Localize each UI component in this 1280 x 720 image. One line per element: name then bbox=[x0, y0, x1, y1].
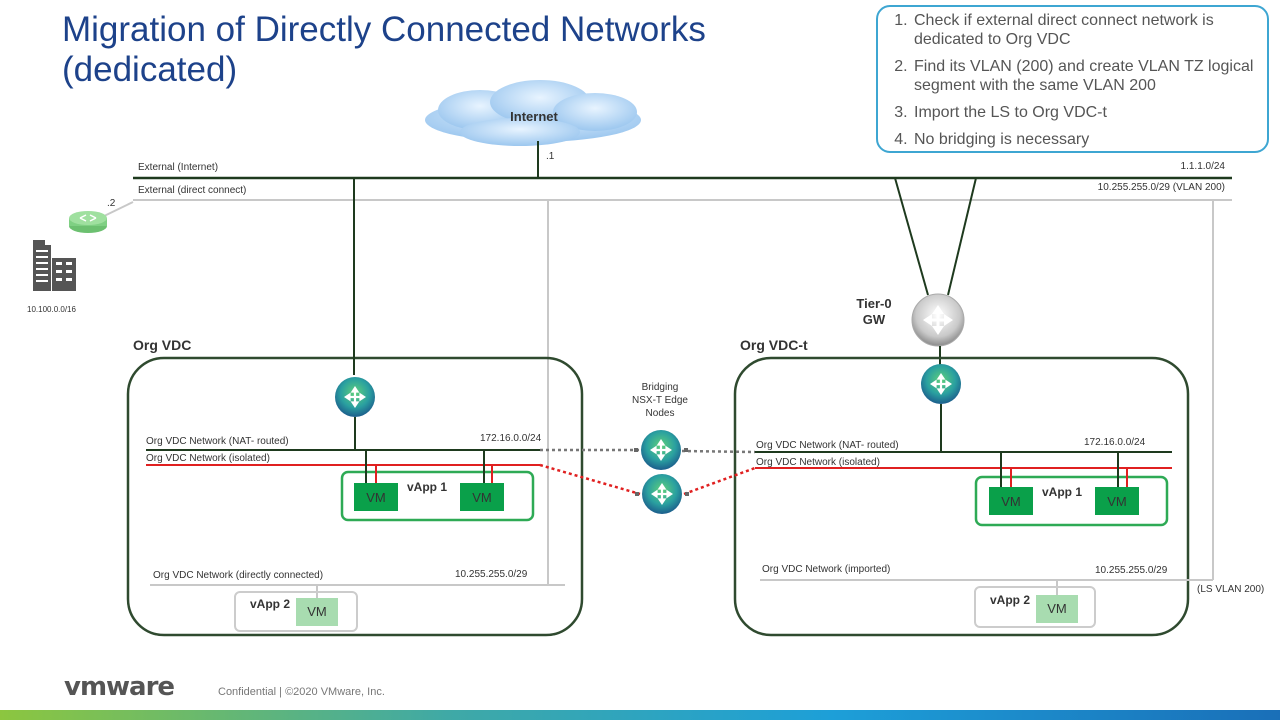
left-vm-2-label: VM bbox=[472, 490, 492, 505]
org-vdc-label: Org VDC bbox=[133, 337, 191, 353]
building-subnet: 10.100.0.0/16 bbox=[27, 305, 76, 314]
left-isolated-label: Org VDC Network (isolated) bbox=[146, 453, 270, 464]
right-vapp2-vm-label: VM bbox=[1047, 601, 1067, 616]
footer-gradient-bar bbox=[0, 710, 1280, 720]
title-line-2: (dedicated) bbox=[62, 50, 238, 89]
page-title: Migration of Directly Connected Networks… bbox=[62, 10, 842, 90]
directly-connected-label: Org VDC Network (directly connected) bbox=[153, 570, 323, 581]
left-nat-subnet: 172.16.0.0/24 bbox=[480, 433, 542, 444]
left-vapp2-vm bbox=[296, 598, 338, 626]
step-2: Find its VLAN (200) and create VLAN TZ l… bbox=[912, 57, 1259, 95]
right-vapp2-container bbox=[974, 586, 1096, 628]
tier0-label-2: GW bbox=[863, 312, 886, 327]
internet-cloud-icon bbox=[425, 80, 641, 146]
internet-subnet: 1.1.1.0/24 bbox=[1181, 161, 1226, 172]
ext-internet-label: External (Internet) bbox=[138, 162, 218, 173]
footer-confidential: Confidential | ©2020 VMware, Inc. bbox=[218, 686, 385, 698]
tier0-label-1: Tier-0 bbox=[856, 296, 891, 311]
physical-router-icon bbox=[69, 211, 107, 233]
org-vdc-t-container bbox=[733, 356, 1190, 637]
bridging-label-3: Nodes bbox=[646, 408, 675, 419]
left-nat-label: Org VDC Network (NAT- routed) bbox=[146, 436, 289, 447]
step-4: No bridging is necessary bbox=[912, 130, 1259, 149]
imported-subnet: 10.255.255.0/29 bbox=[1095, 565, 1168, 576]
steps-list: Check if external direct connect network… bbox=[878, 7, 1267, 149]
bridging-label-1: Bridging bbox=[642, 382, 679, 393]
left-vm-2 bbox=[460, 483, 504, 511]
right-vm-1 bbox=[989, 487, 1033, 515]
vmware-logo: vmware bbox=[64, 672, 175, 702]
router-ip: .2 bbox=[107, 198, 116, 209]
left-vapp2-label: vApp 2 bbox=[250, 597, 290, 611]
right-vm-2-label: VM bbox=[1107, 494, 1127, 509]
right-vapp2-vm bbox=[1036, 595, 1078, 623]
org-vdc-edge-router-icon bbox=[335, 377, 375, 417]
title-line-1: Migration of Directly Connected Networks bbox=[62, 10, 706, 49]
direct-subnet: 10.255.255.0/29 (VLAN 200) bbox=[1098, 182, 1225, 193]
ls-vlan-label: (LS VLAN 200) bbox=[1197, 584, 1264, 595]
org-vdc-t-label: Org VDC-t bbox=[740, 337, 808, 353]
left-vapp2-vm-label: VM bbox=[307, 604, 327, 619]
left-vm-1-label: VM bbox=[366, 490, 386, 505]
internet-label: Internet bbox=[510, 109, 558, 124]
right-isolated-label: Org VDC Network (isolated) bbox=[756, 457, 880, 468]
left-vapp2-container bbox=[234, 591, 358, 632]
bridging-label-2: NSX-T Edge bbox=[632, 395, 688, 406]
right-nat-label: Org VDC Network (NAT- routed) bbox=[756, 440, 899, 451]
imported-label: Org VDC Network (imported) bbox=[762, 564, 890, 575]
ext-direct-label: External (direct connect) bbox=[138, 185, 246, 196]
left-vapp1-container bbox=[340, 470, 535, 522]
steps-callout: Check if external direct connect network… bbox=[876, 5, 1269, 153]
right-vm-1-label: VM bbox=[1001, 494, 1021, 509]
internet-gateway-ip: .1 bbox=[546, 151, 555, 162]
bridge-node-2-icon bbox=[635, 474, 689, 514]
tier0-gateway-icon bbox=[911, 293, 965, 347]
left-vapp1-label: vApp 1 bbox=[407, 480, 447, 494]
right-vm-2 bbox=[1095, 487, 1139, 515]
right-vapp1-container bbox=[974, 475, 1169, 527]
building-icon bbox=[33, 240, 76, 291]
right-vapp2-label: vApp 2 bbox=[990, 593, 1030, 607]
left-vm-1 bbox=[354, 483, 398, 511]
bridge-node-1-icon bbox=[634, 430, 688, 470]
right-nat-subnet: 172.16.0.0/24 bbox=[1084, 437, 1146, 448]
right-vapp1-label: vApp 1 bbox=[1042, 485, 1082, 499]
step-1: Check if external direct connect network… bbox=[912, 11, 1259, 49]
directly-connected-subnet: 10.255.255.0/29 bbox=[455, 569, 528, 580]
org-vdc-t-edge-router-icon bbox=[921, 364, 961, 404]
step-3: Import the LS to Org VDC-t bbox=[912, 103, 1259, 122]
